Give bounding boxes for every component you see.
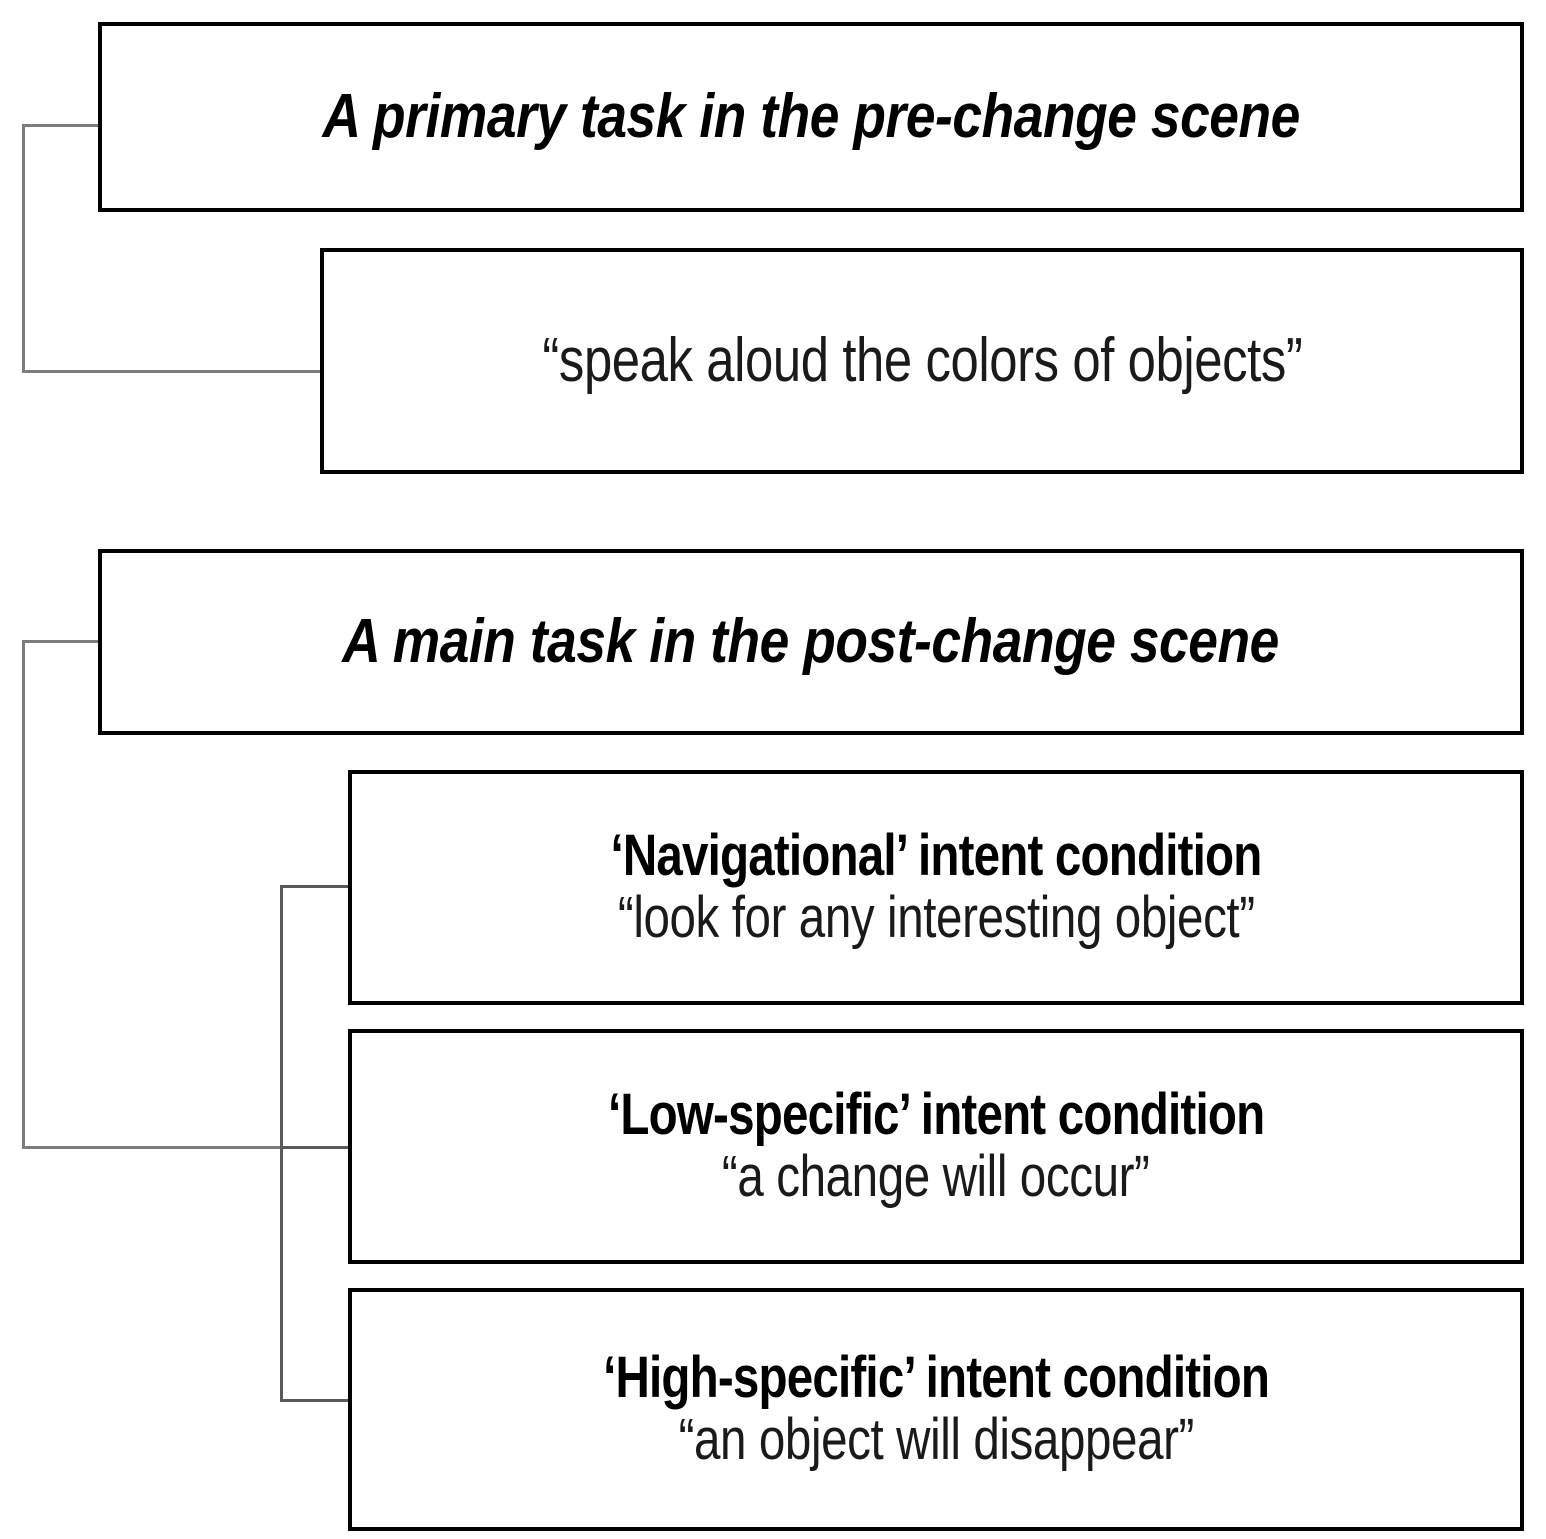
condition-high-specific-quote: “an object will disappear” bbox=[678, 1406, 1194, 1472]
main-task-label: A main task in the post-change scene bbox=[342, 607, 1280, 677]
box-condition-navigational[interactable]: ‘Navigational’ intent condition “look fo… bbox=[348, 770, 1524, 1005]
box-primary-task-instruction[interactable]: “speak aloud the colors of objects” bbox=[320, 248, 1524, 474]
bracket-2-arm-bottom bbox=[22, 1146, 350, 1149]
bracket-2-vertical bbox=[22, 640, 25, 1148]
box-primary-task-pre-change[interactable]: A primary task in the pre-change scene bbox=[98, 22, 1524, 212]
bracket-1-vertical bbox=[22, 124, 25, 373]
condition-low-specific-quote: “a change will occur” bbox=[722, 1143, 1150, 1209]
box-condition-low-specific[interactable]: ‘Low-specific’ intent condition “a chang… bbox=[348, 1029, 1524, 1264]
bracket-1-arm-top bbox=[22, 124, 100, 127]
primary-task-instruction-label: “speak aloud the colors of objects” bbox=[542, 325, 1302, 395]
box-condition-high-specific[interactable]: ‘High-specific’ intent condition “an obj… bbox=[348, 1288, 1524, 1531]
condition-navigational-quote: “look for any interesting object” bbox=[617, 884, 1255, 950]
box-main-task-post-change[interactable]: A main task in the post-change scene bbox=[98, 549, 1524, 735]
condition-navigational-title: ‘Navigational’ intent condition bbox=[610, 823, 1262, 889]
condition-high-specific-title: ‘High-specific’ intent condition bbox=[602, 1345, 1270, 1411]
bracket-conditions-arm-low-specific bbox=[280, 1146, 350, 1149]
primary-task-label: A primary task in the pre-change scene bbox=[322, 82, 1300, 152]
bracket-conditions-arm-navigational bbox=[280, 885, 350, 888]
bracket-conditions-vertical bbox=[280, 885, 283, 1402]
bracket-2-arm-top bbox=[22, 640, 100, 643]
condition-low-specific-title: ‘Low-specific’ intent condition bbox=[607, 1082, 1265, 1148]
bracket-conditions-arm-high-specific bbox=[280, 1399, 350, 1402]
bracket-1-arm-bottom bbox=[22, 370, 322, 373]
